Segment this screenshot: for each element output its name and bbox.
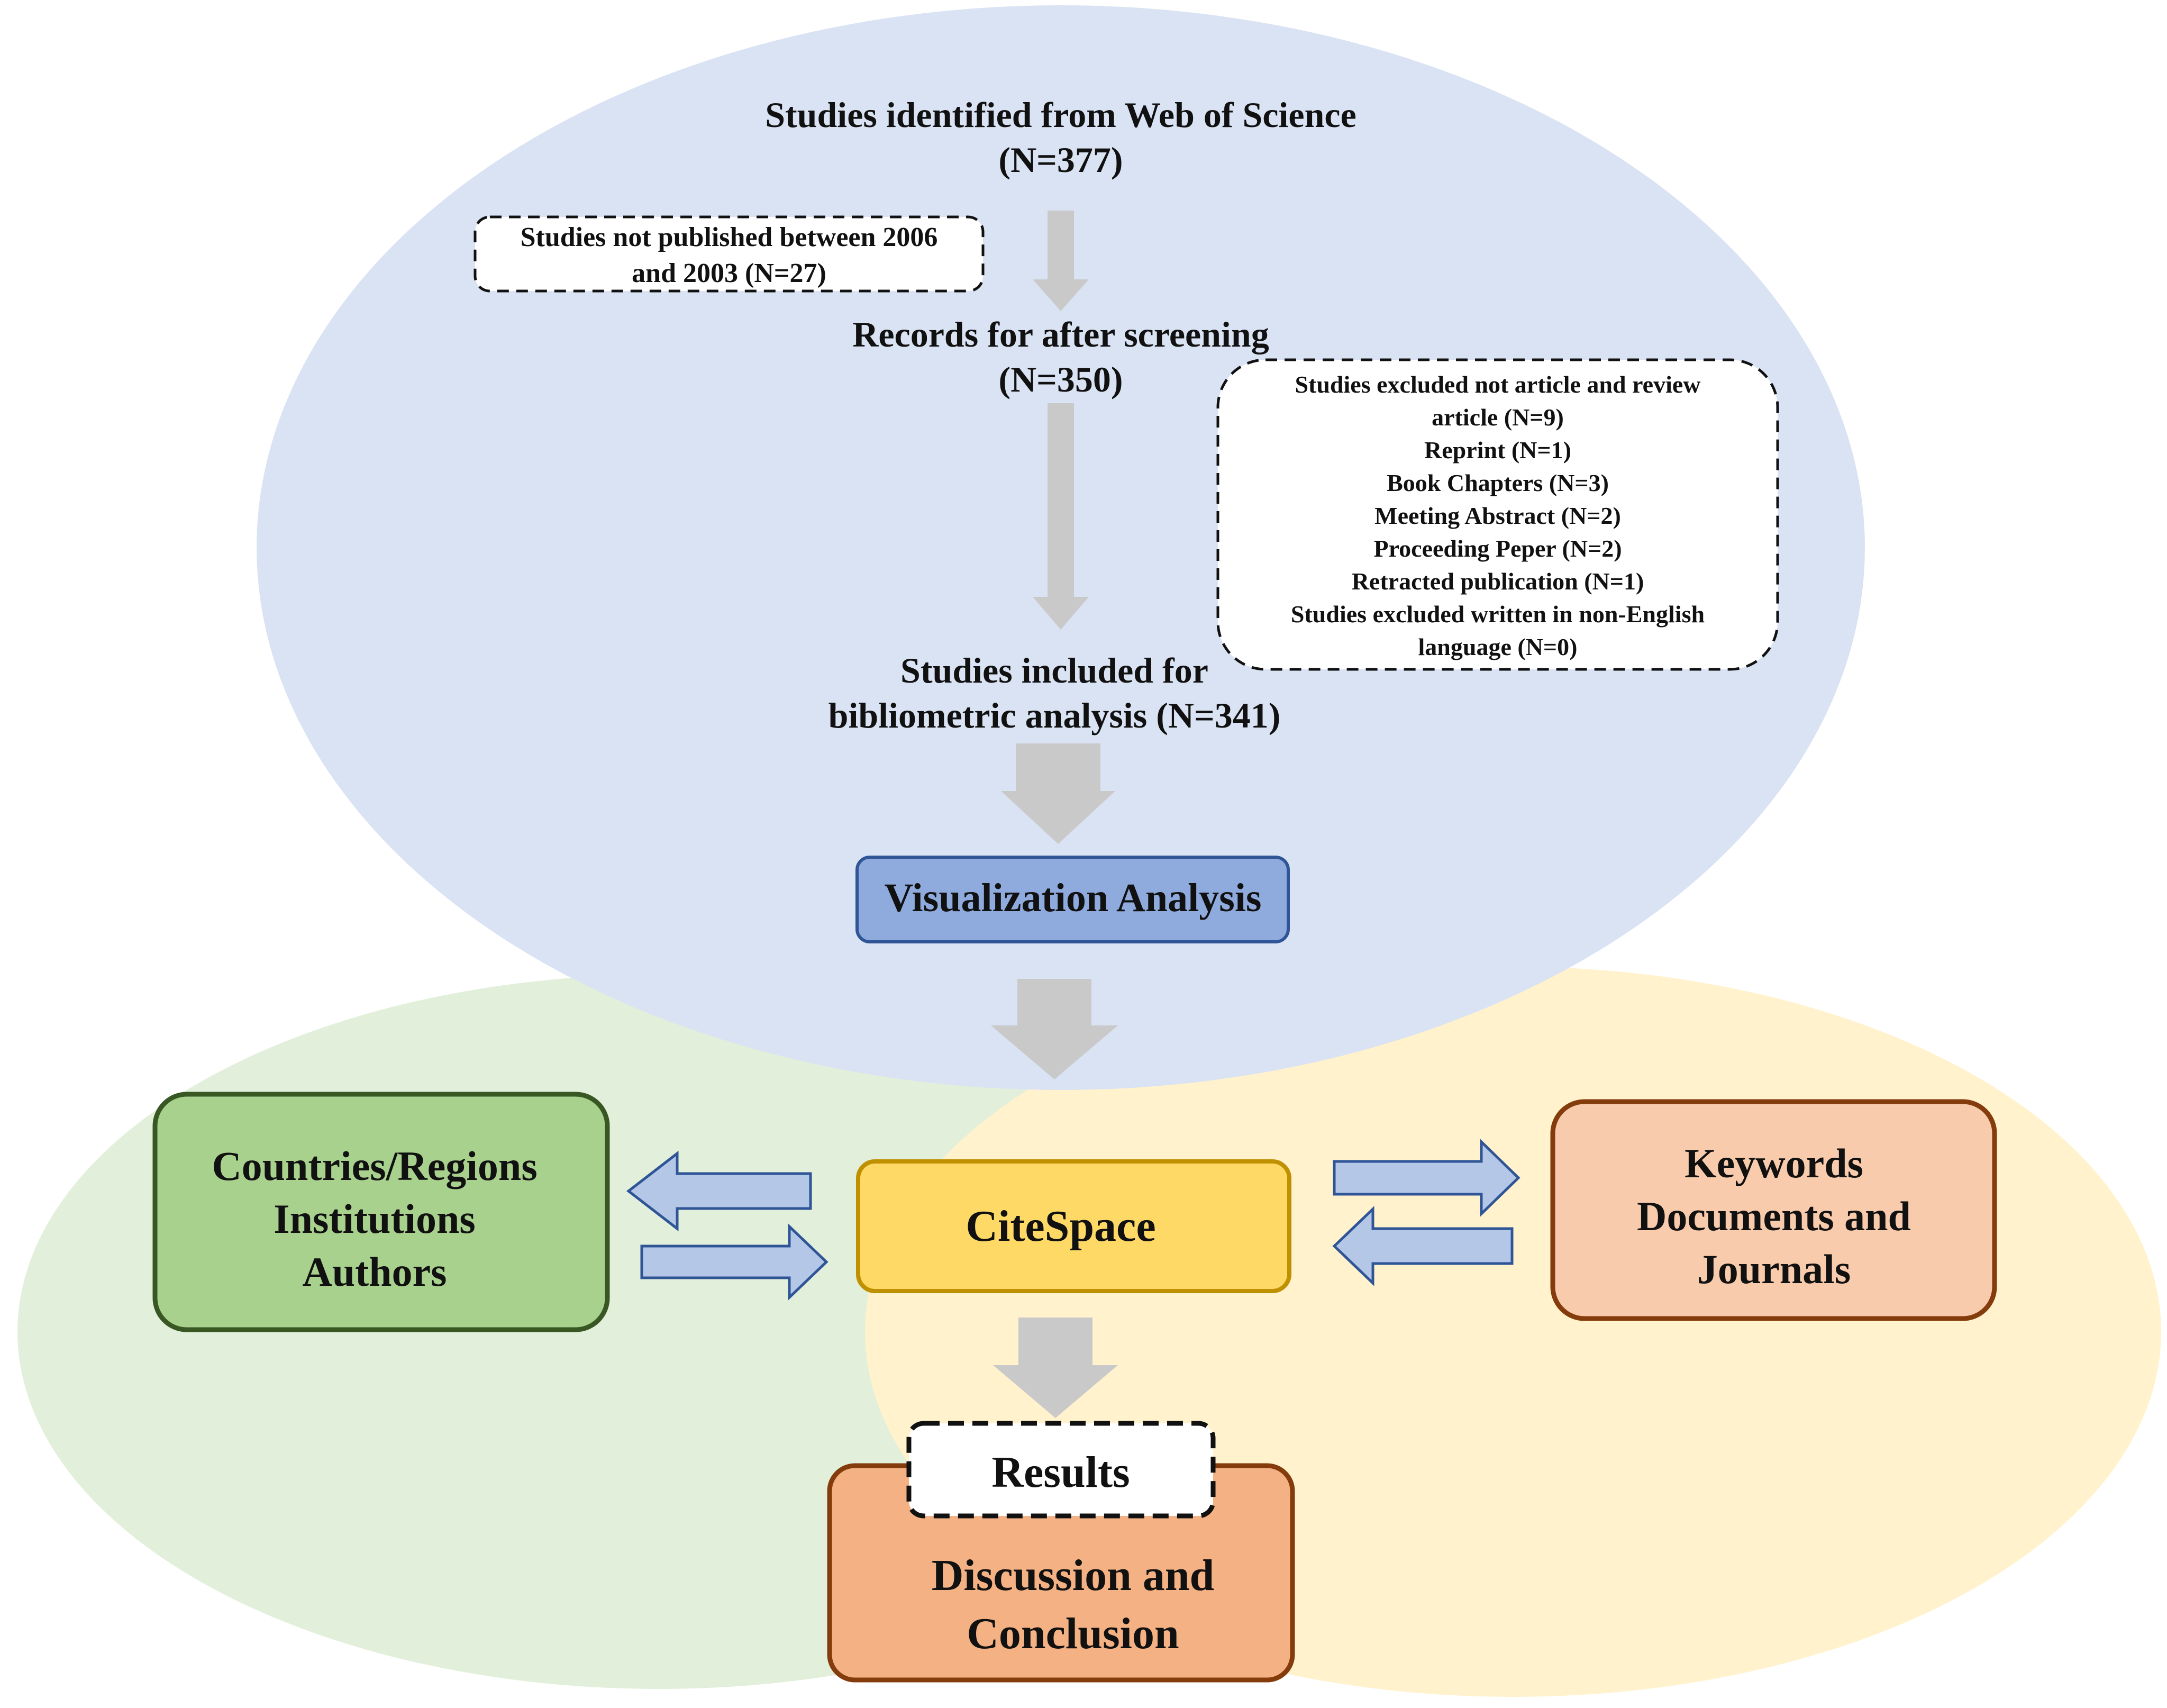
included-count: bibliometric analysis (N=341): [828, 695, 1281, 735]
source-count: (N=377): [998, 140, 1123, 180]
right-box-line-documents: Documents and: [1637, 1193, 1911, 1239]
results-box: [906, 1421, 1216, 1519]
down-arrow-4: [991, 979, 1118, 1079]
type-exclusion-line: article (N=9): [1432, 404, 1564, 431]
left-box-line-institutions: Institutions: [274, 1196, 475, 1242]
left-box: [152, 1092, 610, 1332]
screened-title: Records for after screening: [852, 314, 1269, 355]
visualization-box: [855, 856, 1290, 943]
left-arrow-upper: [626, 1150, 812, 1232]
type-exclusion-box: [1216, 358, 1779, 671]
visualization-label: Visualization Analysis: [884, 876, 1261, 920]
right-box: [1550, 1099, 1997, 1321]
results-label: Results: [991, 1448, 1130, 1497]
included-title: Studies included for: [900, 650, 1208, 691]
discussion-line-2: Conclusion: [967, 1609, 1179, 1658]
type-exclusion-line: Retracted publication (N=1): [1352, 568, 1644, 595]
screened-count: (N=350): [998, 359, 1123, 399]
right-box-line-keywords: Keywords: [1685, 1140, 1863, 1186]
left-box-line-authors: Authors: [302, 1249, 447, 1295]
type-exclusion-line: language (N=0): [1418, 633, 1578, 660]
down-arrow-5: [993, 1318, 1118, 1418]
right-arrow-lower: [640, 1223, 828, 1301]
discussion-line-1: Discussion and: [932, 1551, 1215, 1600]
type-exclusion-line: Book Chapters (N=3): [1387, 469, 1609, 496]
left-arrow-lower: [1332, 1206, 1514, 1286]
date-exclusion-line2: and 2003 (N=27): [632, 258, 826, 288]
down-arrow-3: [1001, 743, 1115, 844]
date-exclusion-line1: Studies not published between 2006: [521, 222, 938, 252]
right-arrow-upper: [1333, 1139, 1520, 1217]
date-exclusion-box: [474, 215, 985, 293]
type-exclusion-line: Reprint (N=1): [1424, 437, 1571, 464]
type-exclusion-line: Meeting Abstract (N=2): [1374, 502, 1621, 529]
left-box-line-countries: Countries/Regions: [212, 1143, 537, 1189]
down-arrow-1: [1033, 211, 1089, 311]
type-exclusion-lines: Studies excluded not article and review …: [1291, 371, 1705, 660]
down-arrow-2: [1033, 403, 1089, 630]
right-box-line-journals: Journals: [1697, 1246, 1851, 1292]
source-title: Studies identified from Web of Science: [765, 95, 1356, 135]
citespace-label: CiteSpace: [966, 1202, 1155, 1251]
type-exclusion-line: Studies excluded not article and review: [1295, 371, 1700, 398]
type-exclusion-line: Proceeding Peper (N=2): [1373, 535, 1622, 562]
type-exclusion-line: Studies excluded written in non-English: [1291, 601, 1705, 628]
citespace-box: [856, 1159, 1291, 1293]
